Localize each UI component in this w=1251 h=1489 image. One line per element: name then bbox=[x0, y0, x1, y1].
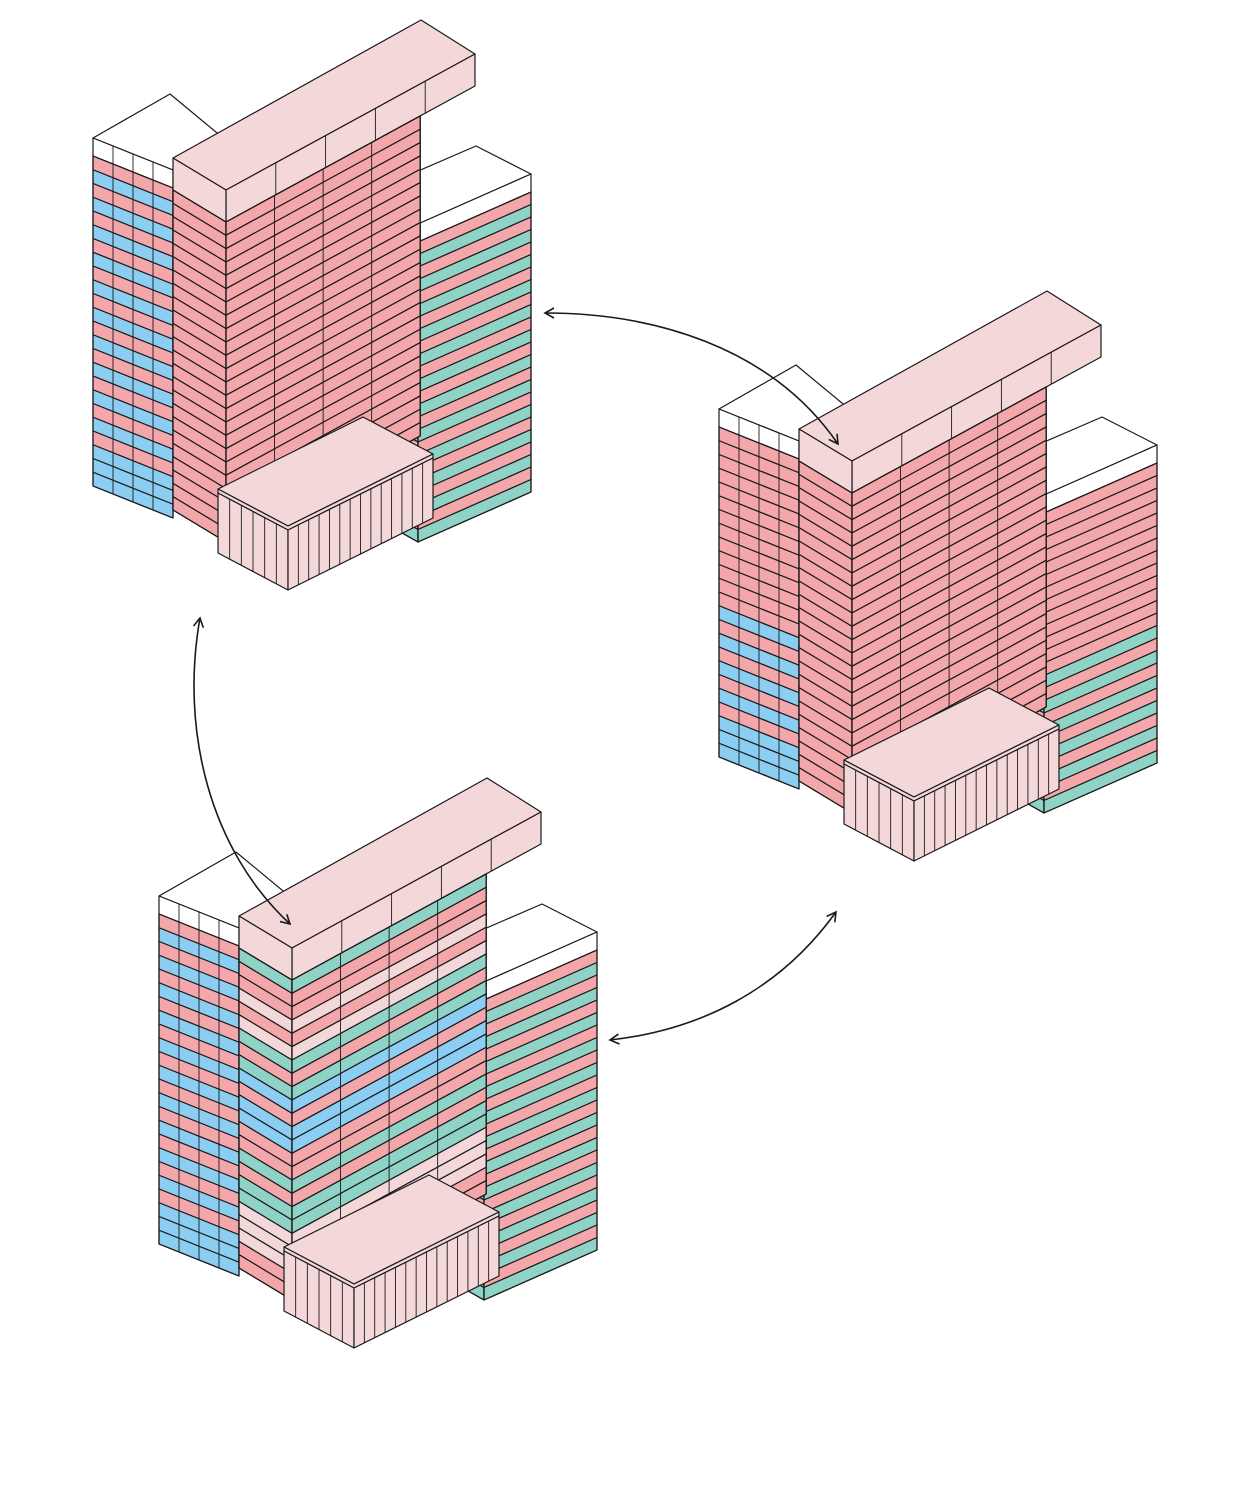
right-tower-right-face-outline bbox=[1043, 462, 1158, 814]
left-wing-front-face-outline bbox=[92, 155, 174, 519]
arrow-top-to-right bbox=[543, 307, 839, 446]
building-right bbox=[718, 290, 1158, 862]
arrow-right-to-bottom bbox=[608, 910, 837, 1045]
buildings-layer bbox=[92, 19, 1158, 1349]
left-wing-front-face-outline bbox=[718, 426, 800, 790]
center-slab-front-face-outline bbox=[851, 386, 1047, 814]
building-bottom-left bbox=[158, 777, 598, 1349]
building-top-left bbox=[92, 19, 532, 591]
center-slab-front-face-outline bbox=[225, 115, 421, 543]
right-tower-right-face-outline bbox=[483, 949, 598, 1301]
arrows-layer bbox=[192, 307, 839, 1045]
arrow-top-to-bottom bbox=[192, 616, 292, 926]
center-slab-front-face-outline bbox=[291, 873, 487, 1301]
left-wing-front-face-outline bbox=[158, 913, 240, 1277]
right-tower-right-face-outline bbox=[417, 191, 532, 543]
